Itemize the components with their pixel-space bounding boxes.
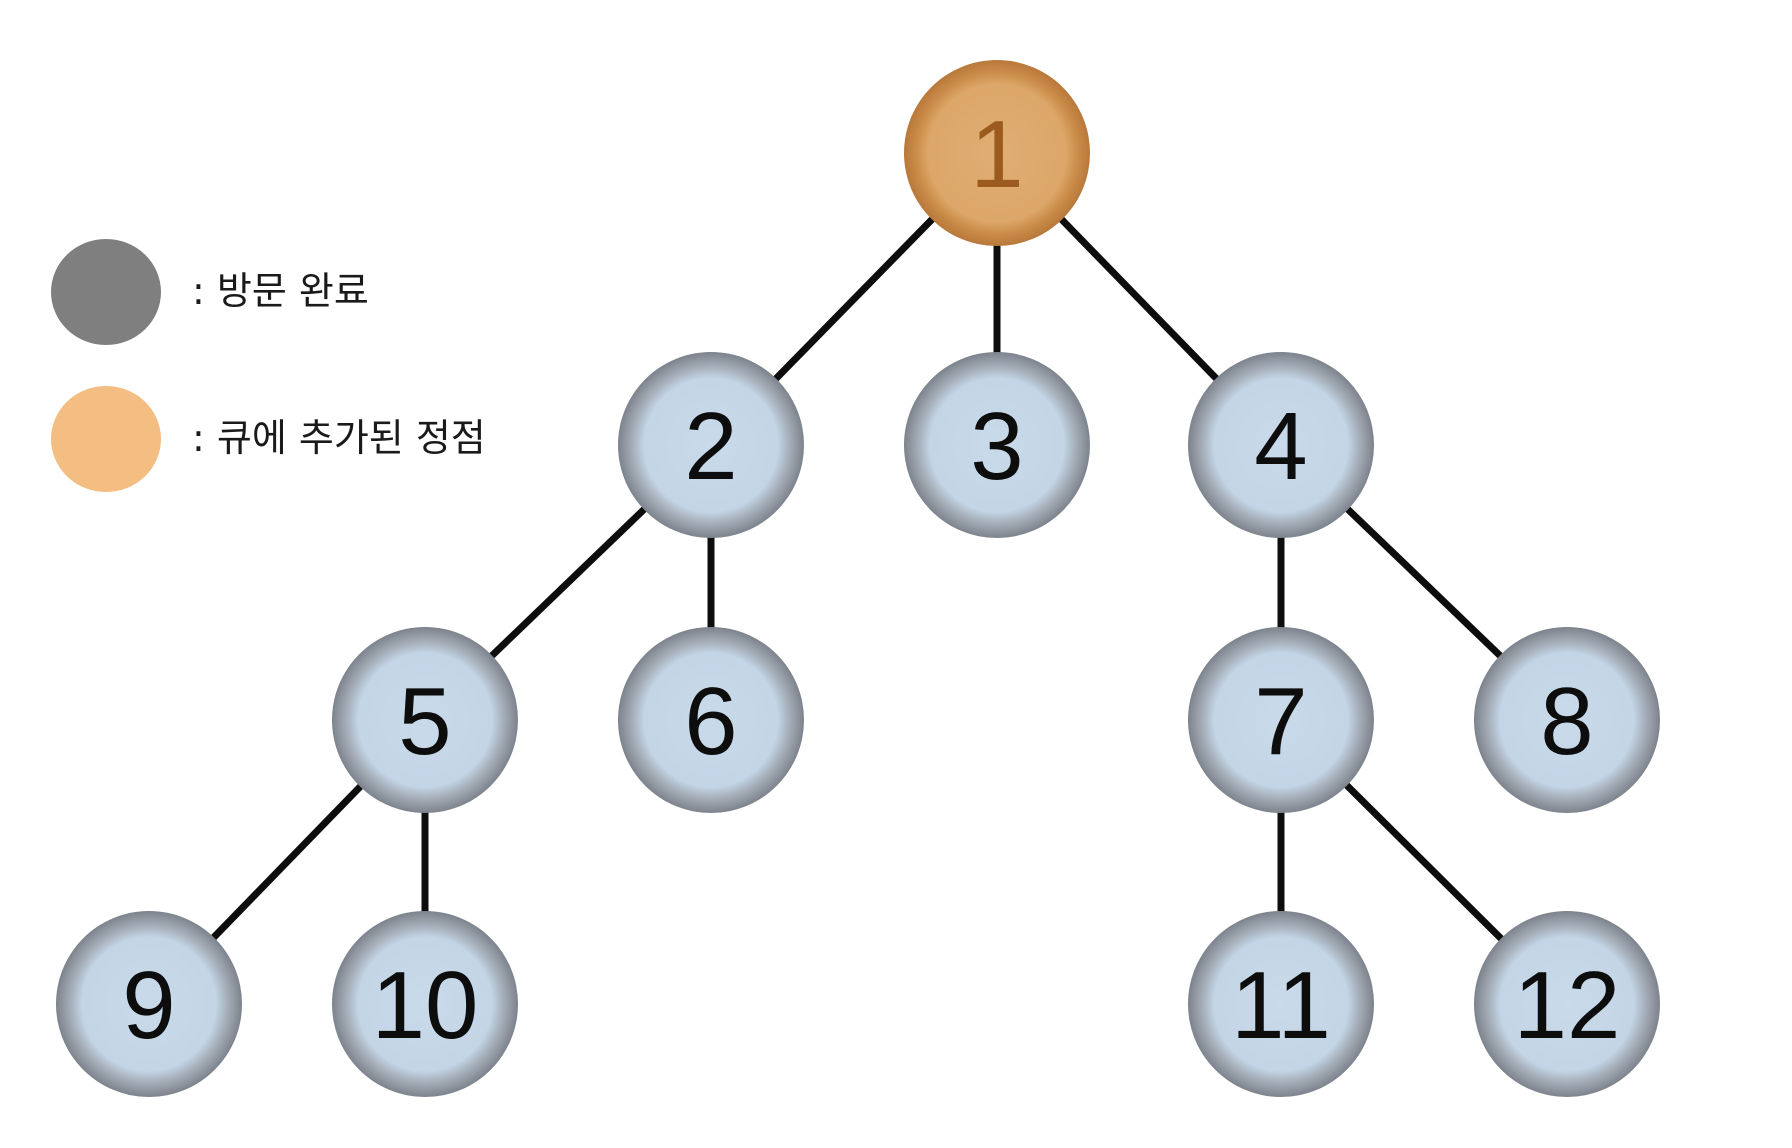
legend-label-queued: : 큐에 추가된 정점 (192, 416, 486, 460)
node-label-11: 11 (1231, 952, 1331, 1059)
node-circle-12 (1474, 911, 1660, 1097)
legend: : 방문 완료 : 큐에 추가된 정점 (51, 239, 486, 492)
node-2: 2 (618, 352, 804, 538)
node-label-8: 8 (1540, 668, 1593, 775)
node-label-7: 7 (1254, 668, 1307, 775)
node-1: 1 (904, 60, 1090, 246)
node-6: 6 (618, 627, 804, 813)
node-label-6: 6 (684, 668, 737, 775)
node-4: 4 (1188, 352, 1374, 538)
node-circle-10 (332, 911, 518, 1097)
node-10: 10 (332, 911, 518, 1097)
legend-item-queued: : 큐에 추가된 정점 (51, 386, 486, 492)
node-circle-3 (904, 352, 1090, 538)
node-label-5: 5 (398, 668, 451, 775)
node-3: 3 (904, 352, 1090, 538)
node-circle-11 (1188, 911, 1374, 1097)
node-label-9: 9 (122, 952, 175, 1059)
node-12: 12 (1474, 911, 1660, 1097)
node-label-2: 2 (684, 393, 737, 500)
node-label-4: 4 (1254, 393, 1307, 500)
node-9: 9 (56, 911, 242, 1097)
node-label-3: 3 (970, 393, 1023, 500)
legend-label-visited: : 방문 완료 (192, 269, 369, 313)
node-circle-7 (1188, 627, 1374, 813)
node-8: 8 (1474, 627, 1660, 813)
node-5: 5 (332, 627, 518, 813)
node-label-1: 1 (970, 101, 1023, 208)
node-circle-4 (1188, 352, 1374, 538)
node-label-12: 12 (1514, 952, 1621, 1059)
legend-item-visited: : 방문 완료 (51, 239, 369, 345)
node-circle-8 (1474, 627, 1660, 813)
node-circle-5 (332, 627, 518, 813)
node-circle-6 (618, 627, 804, 813)
queued-swatch-icon (51, 386, 161, 492)
visited-swatch-icon (51, 239, 161, 345)
node-11: 11 (1188, 911, 1374, 1097)
node-7: 7 (1188, 627, 1374, 813)
node-circle-1 (904, 60, 1090, 246)
node-circle-2 (618, 352, 804, 538)
node-circle-9 (56, 911, 242, 1097)
node-label-10: 10 (372, 952, 479, 1059)
